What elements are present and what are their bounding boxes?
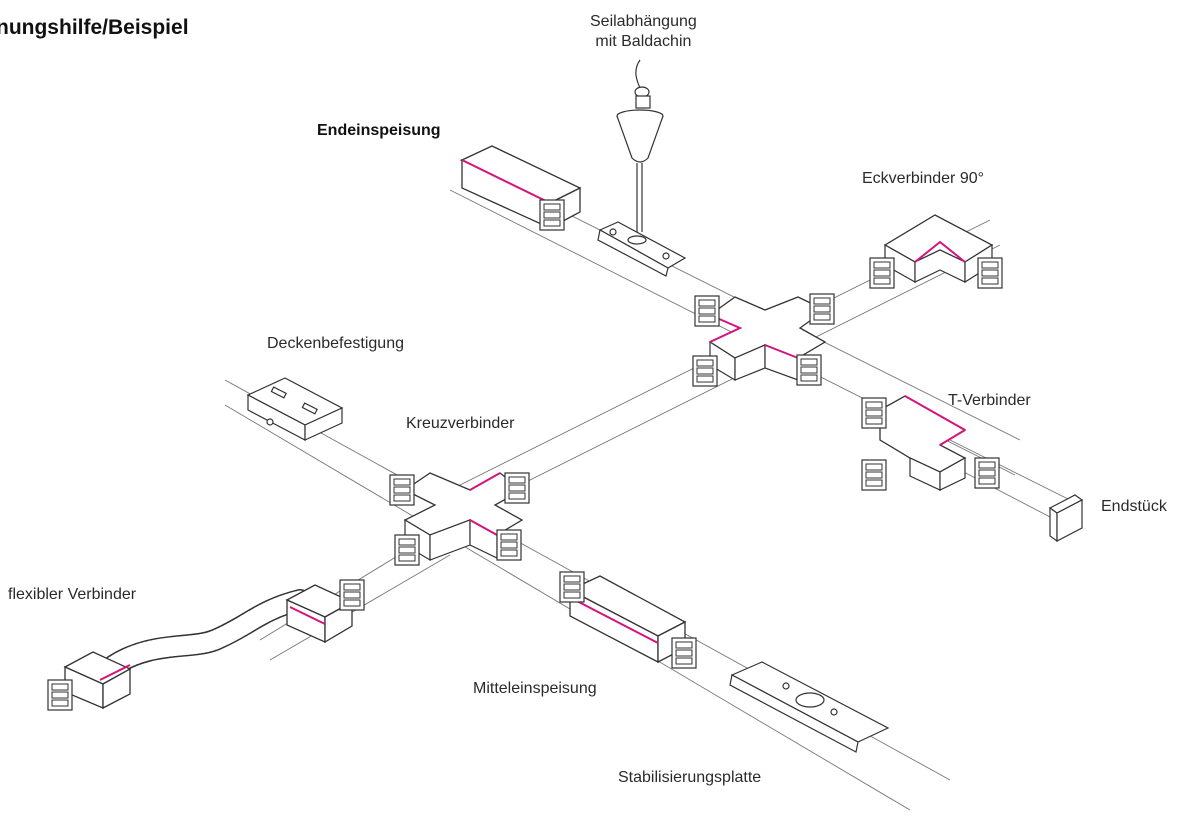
cross-connector-upper — [692, 293, 835, 387]
corner-connector — [869, 214, 1003, 289]
middle-feed-part — [559, 571, 697, 669]
suspension-part — [597, 59, 687, 277]
suspension-label-line1: Seilabhängung — [590, 13, 697, 30]
cross-connector-lower — [389, 472, 530, 566]
end-cap — [1048, 494, 1084, 543]
end-feed-label: Endeinspeisung — [317, 122, 441, 139]
end-cap-label: Endstück — [1101, 498, 1167, 515]
t-connector — [861, 395, 1000, 491]
flexible-connector — [47, 579, 365, 711]
suspension-label: Seilabhängung mit Baldachin — [590, 12, 697, 52]
middle-feed-label: Mitteleinspeisung — [473, 680, 597, 697]
flexible-connector-label: flexibler Verbinder — [8, 586, 137, 603]
t-connector-label: T-Verbinder — [948, 392, 1031, 409]
corner-connector-label: Eckverbinder 90° — [862, 170, 985, 187]
cross-connector-label: Kreuzverbinder — [406, 415, 515, 432]
ceiling-mount — [246, 377, 344, 441]
page-title: nungshilfe/Beispiel — [0, 16, 189, 39]
stabilizer-plate-label: Stabilisierungsplatte — [618, 769, 762, 786]
stabilizer-plate — [729, 661, 890, 753]
ceiling-mount-label: Deckenbefestigung — [267, 335, 404, 352]
end-feed-part — [460, 145, 582, 231]
suspension-label-line2: mit Baldachin — [595, 33, 692, 50]
